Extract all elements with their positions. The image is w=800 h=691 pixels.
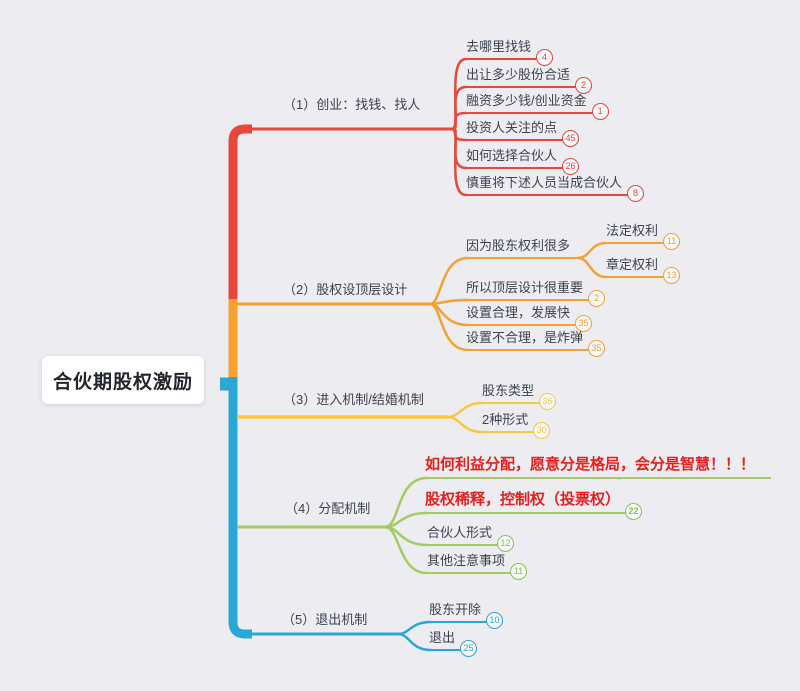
node-charter-rights[interactable]: 章定权利 13 <box>604 257 681 284</box>
count-badge[interactable]: 36 <box>539 393 557 410</box>
count-badge[interactable]: 8 <box>627 185 645 202</box>
node-investor-focus[interactable]: 投资人关注的点 45 <box>464 120 580 147</box>
branch1-fan <box>450 57 468 197</box>
branch3-fan <box>446 401 484 434</box>
branch-label-1[interactable]: （1）创业：找钱、找人 <box>283 97 421 112</box>
count-badge[interactable]: 2 <box>588 290 606 307</box>
count-badge[interactable]: 22 <box>625 503 643 520</box>
node-text: 投资人关注的点 <box>466 120 558 135</box>
branch5-fan <box>396 620 433 652</box>
count-badge[interactable]: 1 <box>591 103 609 120</box>
node-text: 法定权利 <box>606 223 659 238</box>
trunk-red <box>228 124 252 307</box>
node-equity-dilution-control[interactable]: 股权稀释，控制权（投票权）22 <box>423 490 643 520</box>
count-badge[interactable]: 11 <box>663 233 681 250</box>
count-badge[interactable]: 13 <box>663 267 681 284</box>
count-badge[interactable]: 30 <box>533 422 551 439</box>
node-text: 合伙人形式 <box>427 525 493 540</box>
count-badge[interactable]: 11 <box>510 563 528 580</box>
node-two-forms[interactable]: 2种形式 30 <box>480 412 551 439</box>
node-text: 设置不合理，是炸弹 <box>466 330 584 345</box>
node-partner-forms[interactable]: 合伙人形式 12 <box>425 525 515 552</box>
branch-label-4[interactable]: （4）分配机制 <box>285 501 371 516</box>
node-text: 所以顶层设计很重要 <box>466 280 584 295</box>
node-text: 如何选择合伙人 <box>466 148 558 163</box>
node-exit[interactable]: 退出 25 <box>427 630 478 657</box>
branch-label-5[interactable]: （5）退出机制 <box>282 612 368 627</box>
node-shareholder-rights[interactable]: 因为股东权利很多 <box>464 238 579 259</box>
count-badge[interactable]: 10 <box>486 612 504 629</box>
node-text: 如何利益分配，愿意分是格局，会分是智慧！！！ <box>425 456 756 473</box>
count-badge[interactable]: 25 <box>460 640 478 657</box>
count-badge[interactable]: 45 <box>562 130 580 147</box>
node-top-design-important[interactable]: 所以顶层设计很重要 2 <box>464 280 606 307</box>
branch-label-3[interactable]: （3）进入机制/结婚机制 <box>283 392 424 407</box>
node-shareholder-types[interactable]: 股东类型 36 <box>480 383 557 410</box>
node-text: 股东开除 <box>429 602 482 617</box>
node-legal-rights[interactable]: 法定权利 11 <box>604 223 681 250</box>
node-text: 2种形式 <box>482 412 529 427</box>
node-text: 股东类型 <box>482 383 535 398</box>
count-badge[interactable]: 26 <box>562 158 580 175</box>
node-how-much-equity[interactable]: 出让多少股份合适 2 <box>464 67 593 94</box>
count-badge[interactable]: 35 <box>588 340 606 357</box>
count-badge[interactable]: 12 <box>497 535 515 552</box>
node-where-to-find-money[interactable]: 去哪里找钱 4 <box>464 39 554 66</box>
node-text: 股权稀释，控制权（投票权） <box>425 491 621 508</box>
count-badge[interactable]: 2 <box>575 77 593 94</box>
node-text: 去哪里找钱 <box>466 39 532 54</box>
count-badge[interactable]: 35 <box>575 315 593 332</box>
node-choose-partner[interactable]: 如何选择合伙人 26 <box>464 148 580 175</box>
branch4-fan <box>383 476 429 575</box>
node-text: 出让多少股份合适 <box>466 67 571 82</box>
node-other-notes[interactable]: 其他注意事项 11 <box>425 553 528 580</box>
branch-label-2[interactable]: （2）股权设顶层设计 <box>283 282 408 297</box>
node-text: 设置合理，发展快 <box>466 305 571 320</box>
node-text: 融资多少钱/创业资金 <box>466 93 587 108</box>
node-caution-partner[interactable]: 慎重将下述人员当成合伙人 8 <box>464 175 645 202</box>
node-text: 慎重将下述人员当成合伙人 <box>466 175 623 190</box>
node-bad-setup[interactable]: 设置不合理，是炸弹 35 <box>464 330 606 357</box>
node-shareholder-expulsion[interactable]: 股东开除 10 <box>427 602 504 629</box>
branch2-fan <box>428 241 608 352</box>
node-funding-amount[interactable]: 融资多少钱/创业资金 1 <box>464 93 609 120</box>
node-text: 退出 <box>429 630 456 645</box>
node-good-setup[interactable]: 设置合理，发展快 35 <box>464 305 593 332</box>
node-text: 因为股东权利很多 <box>466 238 571 253</box>
node-profit-distribution-motto[interactable]: 如何利益分配，愿意分是格局，会分是智慧！！！ <box>423 455 771 479</box>
trunk-cyan <box>228 377 252 639</box>
node-text: 章定权利 <box>606 257 659 272</box>
count-badge[interactable]: 4 <box>536 49 554 66</box>
node-text: 其他注意事项 <box>427 553 506 568</box>
root-node[interactable]: 合伙期股权激励 <box>42 356 204 404</box>
